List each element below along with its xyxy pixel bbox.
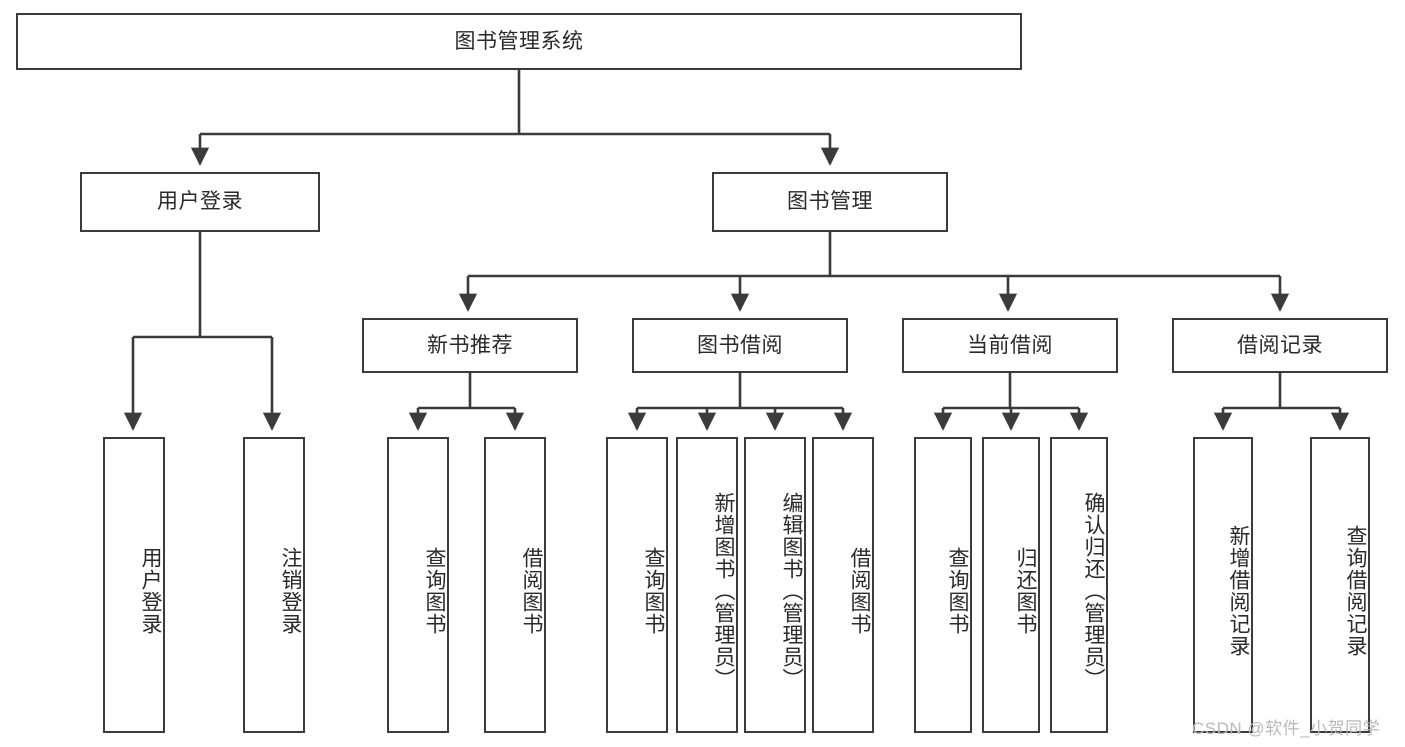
node-borrow-record-label: 借阅记录 (1237, 333, 1323, 357)
leaf-user-login-label: 用户登录 (139, 547, 162, 635)
node-root[interactable]: 图书管理系统 (16, 13, 1022, 70)
csdn-watermark: CSDN @软件_小贺同学 (1192, 719, 1381, 738)
leaf-query-book-current[interactable]: 查询图书 (914, 437, 972, 733)
node-borrow-record[interactable]: 借阅记录 (1172, 318, 1388, 373)
leaf-borrow-book-recommend-label: 借阅图书 (520, 547, 543, 635)
leaf-confirm-return-admin-label: 确认归还（管理员） (1082, 492, 1105, 690)
leaf-user-login[interactable]: 用户登录 (103, 437, 165, 733)
leaf-query-borrow-record[interactable]: 查询借阅记录 (1310, 437, 1370, 733)
node-book-borrow[interactable]: 图书借阅 (632, 318, 848, 373)
node-current-borrow-label: 当前借阅 (967, 333, 1053, 357)
leaf-return-book-label: 归还图书 (1014, 547, 1037, 635)
leaf-add-borrow-record-label: 新增借阅记录 (1227, 525, 1250, 657)
leaf-query-book-recommend[interactable]: 查询图书 (387, 437, 449, 733)
leaf-return-book[interactable]: 归还图书 (982, 437, 1040, 733)
leaf-add-book-admin[interactable]: 新增图书（管理员） (676, 437, 738, 733)
leaf-confirm-return-admin[interactable]: 确认归还（管理员） (1050, 437, 1108, 733)
leaf-borrow-book-label: 借阅图书 (848, 547, 871, 635)
node-book-management[interactable]: 图书管理 (712, 172, 948, 232)
node-book-borrow-label: 图书借阅 (697, 333, 783, 357)
node-new-book-recommend-label: 新书推荐 (427, 333, 513, 357)
node-user-login[interactable]: 用户登录 (80, 172, 320, 232)
leaf-logout-label: 注销登录 (279, 547, 302, 635)
leaf-query-book-borrow-label: 查询图书 (642, 547, 665, 635)
node-root-label: 图书管理系统 (454, 29, 584, 53)
node-book-management-label: 图书管理 (787, 190, 873, 214)
leaf-logout[interactable]: 注销登录 (243, 437, 305, 733)
leaf-borrow-book-recommend[interactable]: 借阅图书 (484, 437, 546, 733)
leaf-query-borrow-record-label: 查询借阅记录 (1344, 525, 1367, 657)
node-new-book-recommend[interactable]: 新书推荐 (362, 318, 578, 373)
leaf-borrow-book[interactable]: 借阅图书 (812, 437, 874, 733)
leaf-query-book-borrow[interactable]: 查询图书 (606, 437, 668, 733)
node-user-login-label: 用户登录 (157, 190, 243, 214)
leaf-edit-book-admin-label: 编辑图书（管理员） (780, 492, 803, 690)
node-current-borrow[interactable]: 当前借阅 (902, 318, 1118, 373)
leaf-query-book-current-label: 查询图书 (946, 547, 969, 635)
leaf-edit-book-admin[interactable]: 编辑图书（管理员） (744, 437, 806, 733)
leaf-add-borrow-record[interactable]: 新增借阅记录 (1193, 437, 1253, 733)
leaf-query-book-recommend-label: 查询图书 (423, 547, 446, 635)
leaf-add-book-admin-label: 新增图书（管理员） (712, 492, 735, 690)
